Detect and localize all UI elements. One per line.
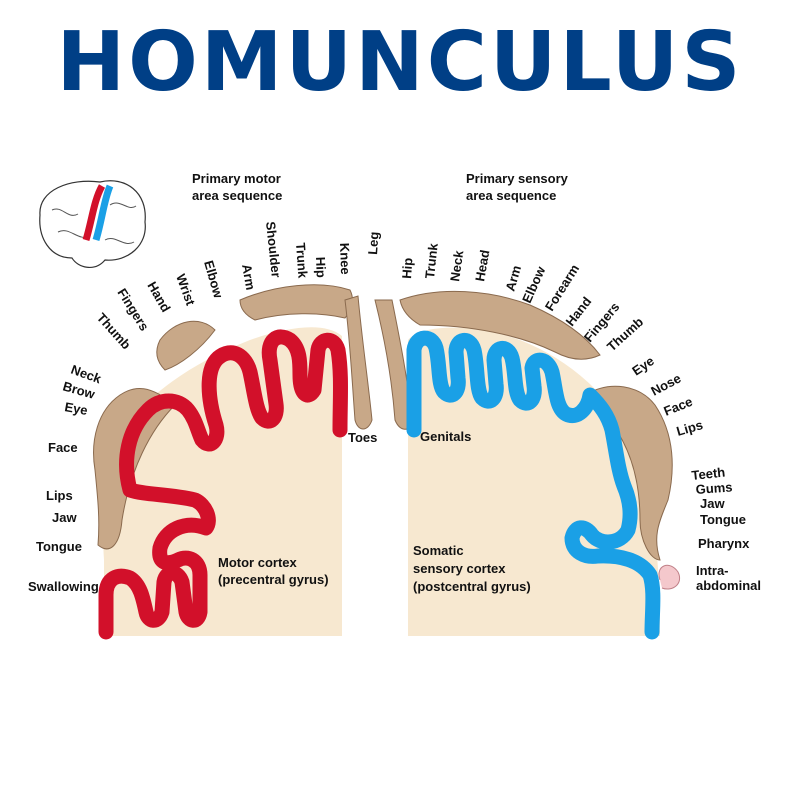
sensory-area-header-line-1: Primary sensory xyxy=(466,171,569,186)
motor-cortex-label-line-2: (precentral gyrus) xyxy=(218,572,329,587)
motor-area-header: area sequence xyxy=(192,188,282,203)
motor-label-wrist: Wrist xyxy=(173,272,198,308)
sensory-label-face: Face xyxy=(662,394,695,419)
motor-cortex-strip xyxy=(98,329,348,640)
sensory-label-pharynx: Pharynx xyxy=(698,536,750,551)
sensory-label-neck: Neck xyxy=(447,249,466,283)
motor-label-hand: Hand xyxy=(144,279,173,315)
motor-label-arm: Arm xyxy=(239,263,258,291)
motor-label-tongue: Tongue xyxy=(36,539,82,554)
motor-cortex-label: (precentral gyrus) xyxy=(218,572,329,587)
motor-area-header: Primary motor xyxy=(192,171,281,186)
sensory-label-leg: Leg xyxy=(365,231,382,255)
motor-label-swallowing: Swallowing xyxy=(28,579,99,594)
sensory-cortex-label-line-3: (postcentral gyrus) xyxy=(413,579,531,594)
motor-cortex-label: Motor cortex xyxy=(218,555,298,570)
sensory-label-teeth: Teeth xyxy=(691,465,726,483)
sensory-label-head: Head xyxy=(472,249,492,283)
motor-area-header-line-2: area sequence xyxy=(192,188,282,203)
sensory-label-nose: Nose xyxy=(648,370,683,398)
motor-label-eye: Eye xyxy=(63,399,88,418)
sensory-label-jaw: Jaw xyxy=(700,496,725,511)
sensory-label-intra: Intra- xyxy=(696,563,729,578)
sensory-area-header: area sequence xyxy=(466,188,556,203)
sensory-area-header-line-2: area sequence xyxy=(466,188,556,203)
sensory-cortex-strip xyxy=(406,330,661,640)
motor-cortex-label-line-1: Motor cortex xyxy=(218,555,298,570)
motor-label-knee: Knee xyxy=(337,243,353,275)
sensory-label-trunk: Trunk xyxy=(422,242,441,280)
sensory-homunculus-figure xyxy=(374,290,680,590)
sensory-label-genitals: Genitals xyxy=(420,429,471,444)
sensory-cortex-label: Somatic xyxy=(413,543,464,558)
sensory-label-eye: Eye xyxy=(629,353,657,378)
motor-label-thumb: Thumb xyxy=(94,310,134,352)
motor-label-trunk: Trunk xyxy=(293,242,310,279)
sensory-area-header: Primary sensory xyxy=(466,171,569,186)
motor-label-elbow: Elbow xyxy=(201,259,226,301)
sensory-label-lips: Lips xyxy=(675,417,705,439)
motor-homunculus-figure xyxy=(93,284,373,550)
sensory-cortex-label: sensory cortex xyxy=(413,561,506,576)
sensory-cortex-label: (postcentral gyrus) xyxy=(413,579,531,594)
sensory-label-tongue: Tongue xyxy=(700,512,746,527)
sensory-cortex-label-line-1: Somatic xyxy=(413,543,464,558)
brain-thumbnail-icon xyxy=(39,180,146,268)
motor-label-toes: Toes xyxy=(348,430,377,445)
motor-label-lips: Lips xyxy=(46,488,73,503)
motor-label-jaw: Jaw xyxy=(52,510,77,525)
motor-label-hip: Hip xyxy=(313,257,329,279)
sensory-label-hip: Hip xyxy=(399,257,415,279)
motor-area-header-line-1: Primary motor xyxy=(192,171,281,186)
motor-label-face: Face xyxy=(48,440,78,455)
sensory-label-abdominal: abdominal xyxy=(696,578,761,593)
page-title: HOMUNCULUS xyxy=(56,15,744,110)
sensory-cortex-label-line-2: sensory cortex xyxy=(413,561,506,576)
sensory-label-arm: Arm xyxy=(502,264,524,293)
sensory-label-gums: Gums xyxy=(695,479,733,497)
motor-label-shoulder: Shoulder xyxy=(263,221,284,279)
